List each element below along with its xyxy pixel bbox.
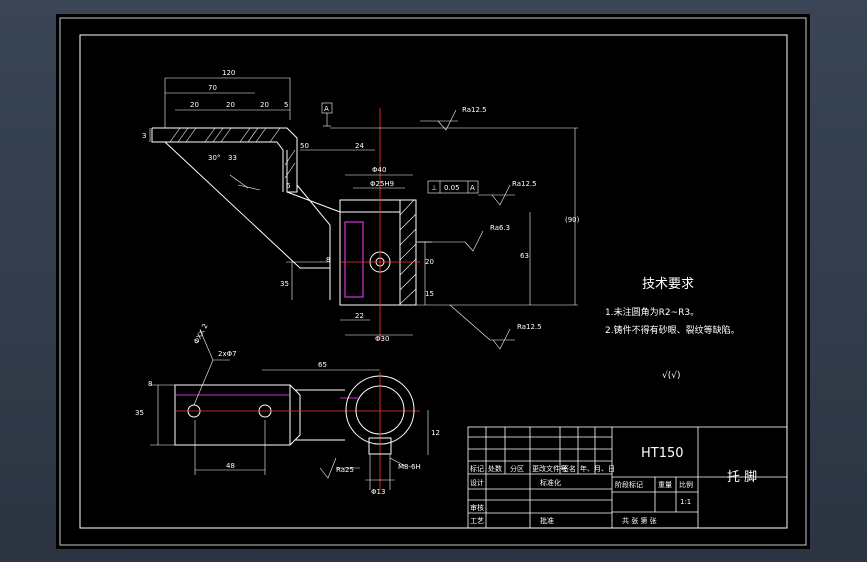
- tb-header-date: 年、月、日: [580, 464, 615, 473]
- dim-2xphi7: 2xΦ7: [218, 350, 237, 358]
- drawing-sheet: [56, 14, 810, 549]
- roughness-label-4: Ra12.5: [517, 323, 542, 331]
- dim-24: 24: [355, 142, 364, 150]
- tolerance-symbol: ⊥: [431, 184, 437, 192]
- outer-border: [59, 17, 807, 546]
- surface-finish-note: √(√): [662, 370, 681, 381]
- title-block-texts: HT150 托 脚 标记 处数 分区 更改文件号 签名 年、月、日 设计 标准化…: [470, 446, 757, 525]
- tb-header-zone: 分区: [510, 464, 524, 473]
- dim-35-side: 35: [280, 280, 289, 288]
- tb-approve: 批准: [540, 516, 554, 525]
- dim-20a: 20: [190, 101, 199, 109]
- dim-50: 50: [300, 142, 309, 150]
- tech-requirements: 技术要求 1.未注圆角为R2~R3。 2.铸件不得有砂眼、裂纹等缺陷。 √(√): [605, 277, 740, 381]
- dim-m8: M8-6H: [398, 463, 421, 471]
- dim-35-plan: 35: [135, 409, 144, 417]
- dim-15: 15: [425, 290, 434, 298]
- plan-dimension-lines: [150, 329, 429, 490]
- part-name: 托 脚: [727, 469, 757, 485]
- tb-sheets: 共 张 第 张: [622, 516, 657, 525]
- tb-header-doc: 更改文件号: [532, 464, 567, 473]
- dim-3: 3: [142, 132, 146, 140]
- dim-90: (90): [565, 216, 580, 224]
- dim-overall-length: 120: [222, 69, 235, 77]
- tb-header-count: 处数: [488, 464, 502, 473]
- tb-design: 设计: [470, 478, 484, 487]
- dim-48: 48: [226, 462, 235, 470]
- dim-65: 65: [318, 361, 327, 369]
- tb-standardization: 标准化: [540, 478, 561, 487]
- tech-requirement-2: 2.铸件不得有砂眼、裂纹等缺陷。: [605, 324, 740, 336]
- section-hatch-boss: [399, 199, 417, 305]
- roughness-label-1: Ra12.5: [462, 106, 487, 114]
- roughness-label-5: Ra25: [336, 466, 354, 474]
- plan-view: [150, 329, 429, 490]
- dim-20b: 20: [226, 101, 235, 109]
- front-dimension-lines: [149, 77, 578, 350]
- dim-33: 33: [228, 154, 237, 162]
- dim-8b: 8: [148, 380, 152, 388]
- tb-header-mark: 标记: [470, 464, 484, 473]
- tb-weight: 重量: [658, 481, 672, 489]
- tb-scale-value: 1:1: [680, 498, 691, 506]
- inner-border: [79, 34, 788, 529]
- dim-70: 70: [208, 84, 217, 92]
- dim-phi30: Φ30: [375, 335, 389, 343]
- roughness-label-3: Ra6.3: [490, 224, 510, 232]
- title-block: [467, 426, 788, 529]
- tb-header-sign: 签名: [562, 464, 576, 473]
- roughness-label-2: Ra12.5: [512, 180, 537, 188]
- dim-5: 5: [284, 101, 288, 109]
- dim-6: 6: [286, 182, 291, 190]
- tolerance-datum: A: [470, 184, 475, 192]
- tb-stage-mark: 阶段标记: [615, 480, 643, 489]
- dim-30-degree: 30°: [208, 154, 220, 162]
- front-view: [149, 77, 578, 350]
- tb-review: 审核: [470, 503, 484, 512]
- dimension-texts: 120 70 20 20 20 5 3 30° 33 24 50 6 Φ40 Φ…: [135, 69, 580, 496]
- dim-22: 22: [355, 312, 364, 320]
- dim-phi13: Φ13: [371, 488, 385, 496]
- dim-63: 63: [520, 252, 529, 260]
- dim-12: 12: [431, 429, 440, 437]
- dim-phi25h9: Φ25H9: [370, 180, 394, 188]
- tb-scale: 比例: [679, 480, 693, 489]
- tech-requirements-title: 技术要求: [642, 277, 694, 292]
- tb-process: 工艺: [470, 517, 484, 525]
- section-hatch-flange: [169, 127, 296, 179]
- material-label: HT150: [641, 446, 684, 461]
- dim-phi40: Φ40: [372, 166, 386, 174]
- tolerance-value: 0.05: [444, 184, 460, 192]
- dim-20-vertical: 20: [425, 258, 434, 266]
- dim-8: 8: [326, 256, 330, 264]
- datum-label: A: [324, 105, 329, 113]
- tech-requirement-1: 1.未注圆角为R2~R3。: [605, 306, 699, 318]
- dim-20c: 20: [260, 101, 269, 109]
